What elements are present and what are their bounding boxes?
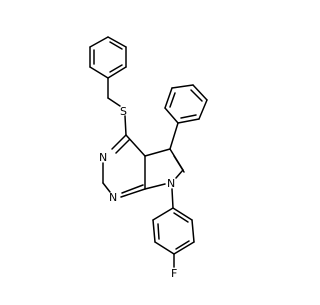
- bonds: [89, 36, 208, 268]
- pyrrole-n7-label: N: [167, 177, 175, 190]
- n-aryl-bond: [171, 188, 174, 209]
- atom-labels: S N N N F: [99, 105, 177, 280]
- molecule-structure: S N N N F: [89, 36, 208, 280]
- pyrimidine-n3-label: N: [99, 151, 107, 164]
- fluorophenyl-ring: [152, 207, 195, 255]
- pyrrole-ring: [144, 148, 185, 190]
- c5-phenyl-bond: [169, 122, 179, 150]
- structure-canvas: S N N N F: [89, 36, 208, 280]
- fluorine-label: F: [171, 267, 177, 280]
- pyrimidine-ring: [102, 134, 146, 198]
- s-c4-bond: [124, 115, 127, 136]
- sulfur-label: S: [120, 105, 127, 118]
- ch2-s-bond: [107, 97, 121, 107]
- benzyl-phenyl-ring: [89, 36, 127, 79]
- phenyl-ring: [164, 84, 208, 124]
- pyrimidine-n1-label: N: [109, 191, 117, 204]
